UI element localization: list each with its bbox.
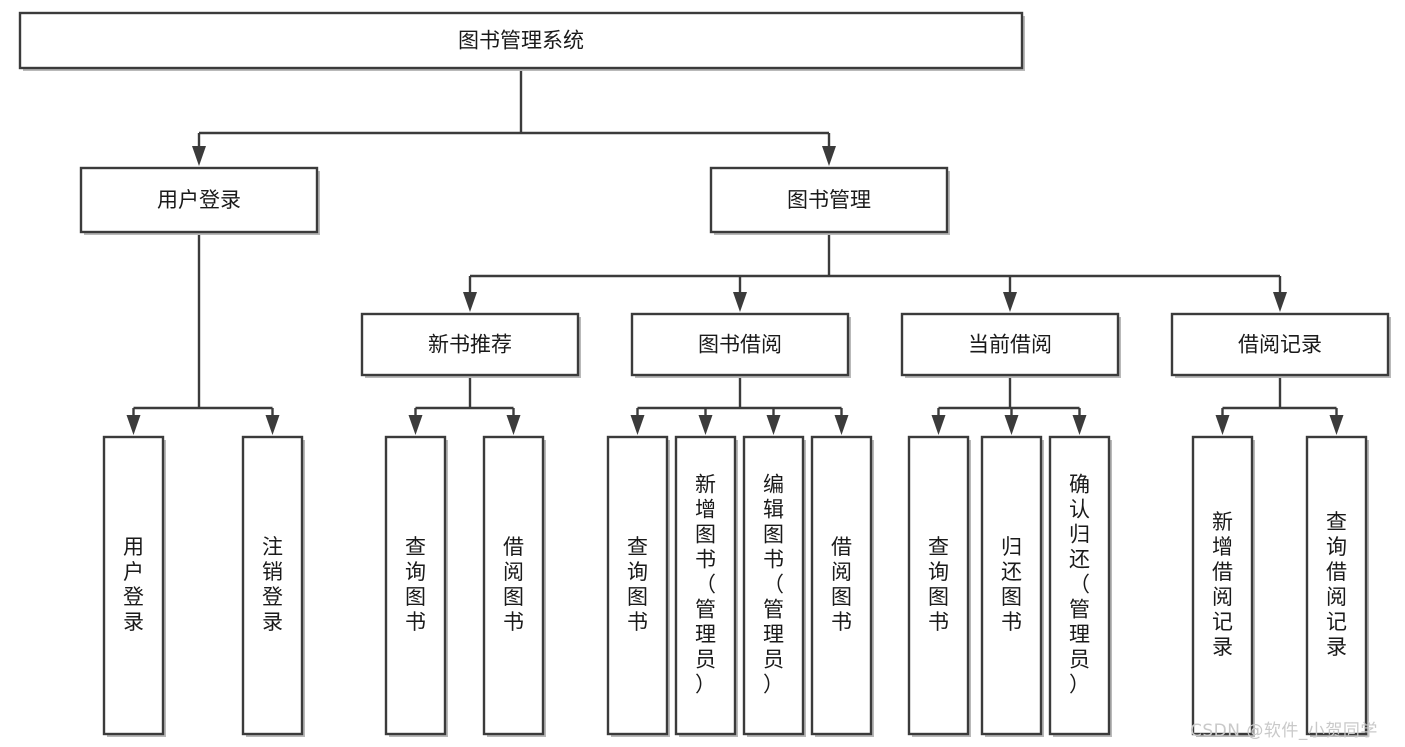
box-label: 查询图书 [627, 535, 648, 634]
box-outline [709, 166, 949, 234]
box-label: 确认归还（管理员） [1069, 473, 1090, 697]
box-outline [980, 435, 1043, 736]
arrow-to-book-borrow [733, 292, 747, 312]
node-borrow-record[interactable]: 借阅记录 [1170, 312, 1391, 378]
box-label: 注销登录 [262, 535, 283, 634]
edges-layer [126, 68, 1344, 435]
arrow-to-leaf-logout-login [265, 415, 280, 435]
node-leaf-confirm-return-admin[interactable]: 确认归还（管理员） [1048, 435, 1112, 737]
arrow-to-borrow-record [1273, 292, 1287, 312]
box-outline [360, 312, 580, 377]
box-label: 图书管理系统 [458, 29, 584, 53]
box-label: 借阅图书 [831, 535, 852, 634]
box-label: 查询借阅记录 [1326, 510, 1347, 659]
box-outline [630, 312, 850, 377]
node-root-图书管理系统[interactable]: 图书管理系统 [18, 11, 1025, 71]
box-outline [102, 435, 165, 736]
box-outline [79, 166, 319, 234]
arrow-to-leaf-user-login [126, 415, 141, 435]
arrow-to-leaf-add-book-admin [698, 415, 713, 435]
box-label: 借阅记录 [1238, 333, 1322, 357]
box-outline [1048, 435, 1111, 736]
node-leaf-edit-book-admin[interactable]: 编辑图书（管理员） [742, 435, 806, 737]
box-outline [384, 435, 447, 736]
box-label: 当前借阅 [968, 333, 1052, 357]
box-label: 归还图书 [1001, 535, 1022, 634]
box-label: 查询图书 [405, 535, 426, 634]
arrow-to-leaf-borrow-book-1 [506, 415, 521, 435]
box-label: 借阅图书 [503, 535, 524, 634]
node-book-manage[interactable]: 图书管理 [709, 166, 950, 235]
node-leaf-borrow-book-1[interactable]: 借阅图书 [482, 435, 546, 737]
box-outline [810, 435, 873, 736]
box-outline [241, 435, 304, 736]
arrow-to-user-login [192, 146, 206, 166]
box-outline [1191, 435, 1254, 736]
node-leaf-borrow-book-2[interactable]: 借阅图书 [810, 435, 874, 737]
box-label: 编辑图书（管理员） [763, 473, 784, 697]
box-outline [907, 435, 970, 736]
box-outline [742, 435, 805, 736]
arrow-to-leaf-query-book-2 [630, 415, 645, 435]
arrow-to-leaf-query-borrow-record [1329, 415, 1344, 435]
box-outline [1305, 435, 1368, 736]
arrow-to-leaf-edit-book-admin [766, 415, 781, 435]
box-outline [18, 11, 1024, 70]
node-current-borrow[interactable]: 当前借阅 [900, 312, 1121, 378]
arrow-to-leaf-borrow-book-2 [834, 415, 849, 435]
node-leaf-query-book-3[interactable]: 查询图书 [907, 435, 971, 737]
node-leaf-query-book-2[interactable]: 查询图书 [606, 435, 670, 737]
box-label: 查询图书 [928, 535, 949, 634]
node-leaf-add-book-admin[interactable]: 新增图书（管理员） [674, 435, 738, 737]
node-leaf-user-login[interactable]: 用户登录 [102, 435, 166, 737]
box-outline [482, 435, 545, 736]
box-label: 用户登录 [157, 188, 241, 212]
node-leaf-return-book[interactable]: 归还图书 [980, 435, 1044, 737]
node-book-borrow[interactable]: 图书借阅 [630, 312, 851, 378]
box-outline [674, 435, 737, 736]
box-label: 图书管理 [787, 188, 871, 212]
box-outline [900, 312, 1120, 377]
arrow-to-leaf-query-book-3 [931, 415, 946, 435]
node-leaf-query-borrow-record[interactable]: 查询借阅记录 [1305, 435, 1369, 737]
arrow-to-leaf-query-book-1 [408, 415, 423, 435]
arrow-to-book-manage [822, 146, 836, 166]
boxes-layer: 图书管理系统用户登录图书管理新书推荐图书借阅当前借阅借阅记录用户登录注销登录查询… [18, 11, 1391, 737]
box-outline [606, 435, 669, 736]
node-user-login[interactable]: 用户登录 [79, 166, 320, 235]
arrow-to-leaf-return-book [1004, 415, 1019, 435]
node-leaf-add-borrow-record[interactable]: 新增借阅记录 [1191, 435, 1255, 737]
box-label: 新书推荐 [428, 333, 512, 357]
box-outline [1170, 312, 1390, 377]
arrow-to-leaf-confirm-return-admin [1072, 415, 1087, 435]
box-label: 用户登录 [123, 535, 144, 634]
arrow-to-leaf-add-borrow-record [1215, 415, 1230, 435]
box-label: 图书借阅 [698, 333, 782, 357]
box-label: 新增借阅记录 [1212, 510, 1233, 659]
node-new-book-recommend[interactable]: 新书推荐 [360, 312, 581, 378]
node-leaf-query-book-1[interactable]: 查询图书 [384, 435, 448, 737]
box-label: 新增图书（管理员） [695, 473, 716, 697]
arrow-to-new-book-recommend [463, 292, 477, 312]
node-leaf-logout-login[interactable]: 注销登录 [241, 435, 305, 737]
arrow-to-current-borrow [1003, 292, 1017, 312]
